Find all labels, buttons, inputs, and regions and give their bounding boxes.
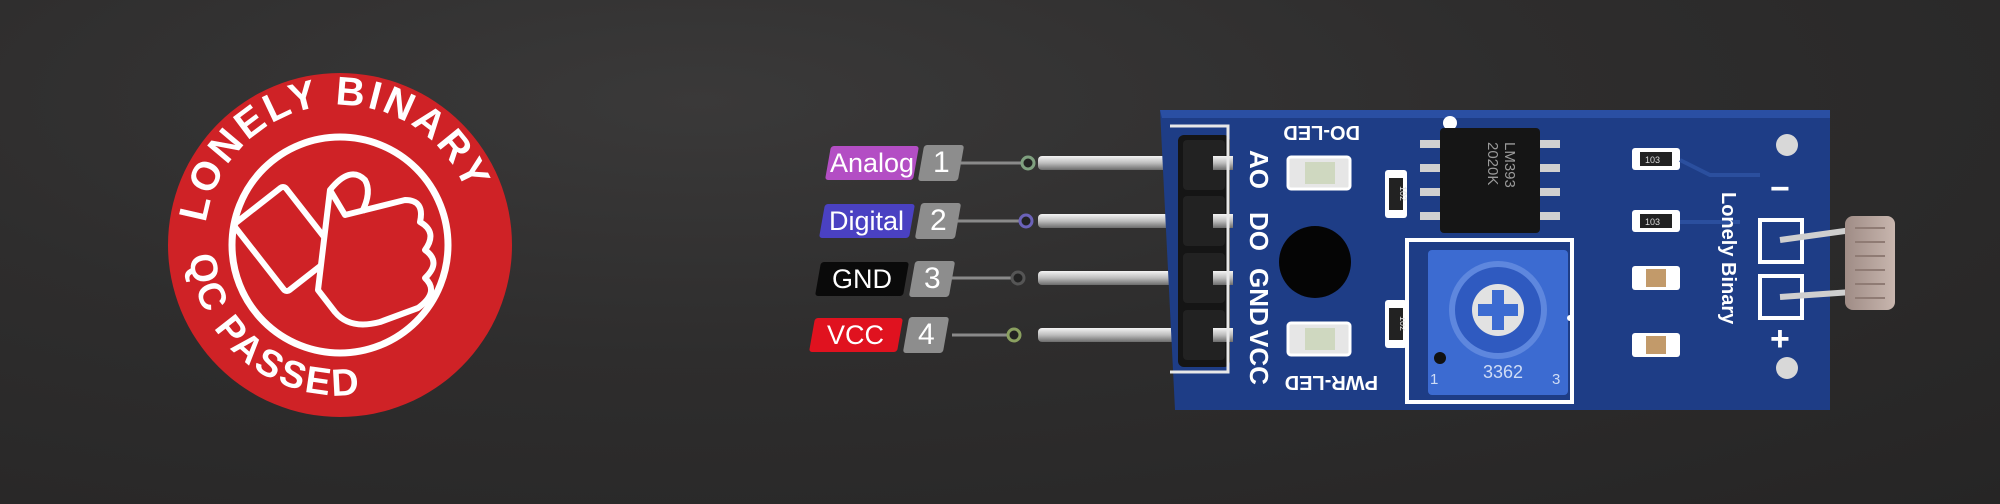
badge-inner-ring (228, 133, 452, 357)
ldr-pads: − + (1758, 134, 1804, 379)
header-pin-4 (1038, 328, 1213, 342)
comparator-chip: LM393 2020K (1420, 116, 1560, 233)
pwr-led-label: PWR-LED (1285, 371, 1378, 393)
svg-text:102: 102 (1398, 186, 1408, 201)
capacitor-c1 (1632, 266, 1680, 290)
silk-vcc: VCC (1244, 330, 1274, 385)
pot-code: 3362 (1483, 362, 1523, 382)
svg-text:103: 103 (1645, 155, 1660, 165)
svg-text:102: 102 (1398, 316, 1408, 331)
pwr-led: PWR-LED (1285, 321, 1378, 393)
pin-number-1: 1 (917, 145, 965, 181)
mounting-hole (1279, 226, 1351, 298)
silk-ao: AO (1244, 150, 1274, 189)
pin-label-analog: Analog (825, 146, 919, 180)
resistor-r2: 102 (1385, 300, 1408, 348)
pin-label-digital: Digital (819, 204, 915, 238)
chip-marking-2: 2020K (1484, 142, 1501, 185)
minus-silk: − (1770, 170, 1790, 208)
pin-callouts (952, 155, 1036, 343)
resistor-r3: 103 (1632, 148, 1680, 170)
capacitor-c2 (1632, 333, 1680, 357)
do-led: DO-LED (1283, 121, 1360, 191)
pin-dot-3 (1010, 270, 1026, 286)
pin-dot-1 (1020, 155, 1036, 171)
do-led-label: DO-LED (1283, 121, 1360, 143)
plus-silk: + (1770, 320, 1790, 358)
silk-do: DO (1244, 212, 1274, 251)
pin-dot-2 (1018, 213, 1034, 229)
svg-text:1: 1 (1430, 371, 1438, 388)
pin-dot-4 (1006, 327, 1022, 343)
thumbs-up-icon (231, 171, 437, 328)
pin-header-housing (1178, 135, 1230, 367)
silk-gnd: GND (1244, 268, 1274, 326)
pin-number-2: 2 (914, 203, 962, 239)
resistor-r1: 102 (1385, 170, 1408, 218)
resistor-r4: 103 (1632, 210, 1680, 232)
svg-text:3: 3 (1552, 371, 1560, 388)
sensor-board: AO DO GND VCC DO-LED PWR-LED 102 102 (1160, 110, 1830, 410)
pin-silk-labels: AO DO GND VCC (1244, 150, 1274, 385)
pin-number-4: 4 (902, 317, 950, 353)
brand-silk: Lonely Binary (1717, 192, 1739, 325)
pin-number-3: 3 (908, 261, 956, 297)
chip-marking-1: LM393 (1501, 142, 1518, 188)
photoresistor (1779, 216, 1895, 310)
pin-label-gnd: GND (815, 262, 909, 296)
potentiometer: 1 3362 3 (1405, 238, 1574, 404)
pin-label-vcc: VCC (809, 318, 903, 352)
svg-text:103: 103 (1645, 217, 1660, 227)
qc-badge: LONELY BINARY QC PASSED - (0, 0, 512, 452)
